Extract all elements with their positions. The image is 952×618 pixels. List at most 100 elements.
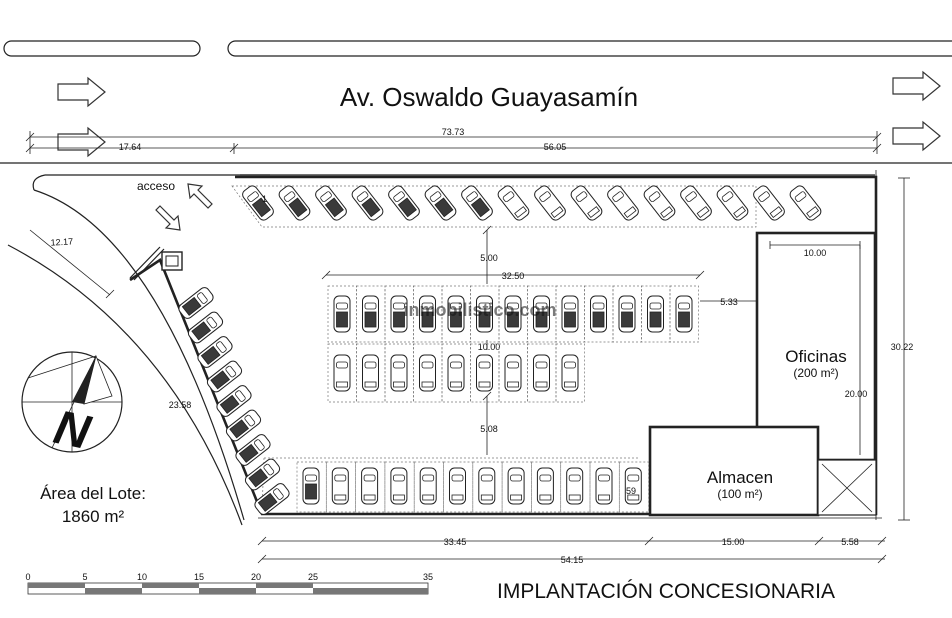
access-area: acceso	[129, 179, 213, 281]
north-compass: N	[21, 351, 123, 460]
parking-space	[244, 458, 281, 491]
dim-bottom-right: 5.58	[841, 537, 859, 547]
parking-space	[331, 467, 349, 505]
parking-space	[361, 467, 379, 505]
parking-space	[390, 467, 408, 505]
dim-top-left: 17.64	[119, 142, 142, 152]
parking-stall	[589, 461, 620, 513]
parking-stall	[413, 461, 444, 513]
warehouse-building	[648, 425, 820, 517]
median-right	[227, 40, 952, 57]
parking-spaces	[178, 185, 822, 515]
dim-row-gap-right: 5.33	[720, 297, 738, 307]
dim-row-mid: 10.00	[478, 342, 501, 352]
parking-space	[680, 185, 712, 221]
parking-space	[187, 311, 224, 344]
lot-area-label: Área del Lote:	[40, 484, 146, 503]
parking-space	[216, 385, 252, 417]
dim-bottom-left: 33.45	[444, 537, 467, 547]
parking-space	[533, 354, 550, 392]
dim-aisle-top: 5.00	[480, 253, 498, 263]
parking-space	[497, 185, 530, 221]
median-left	[3, 40, 201, 57]
dim-bottom-mid: 15.00	[722, 537, 745, 547]
parking-space	[390, 354, 408, 392]
parking-space	[618, 295, 636, 333]
parking-stall	[531, 461, 562, 513]
parking-space	[607, 185, 639, 221]
scale-tick-35: 35	[423, 572, 433, 582]
parking-space	[242, 185, 274, 221]
watermark: inmobilistico.com	[403, 300, 556, 320]
parking-space	[561, 295, 579, 333]
drawing-title: IMPLANTACIÓN CONCESIONARIA	[497, 580, 835, 603]
buildings: 10.00 20.00 Oficinas (200 m²) Almacen (1…	[648, 231, 877, 517]
traffic-arrow-icon	[892, 70, 941, 102]
right-dimension: 30.22	[891, 177, 914, 521]
parking-space	[362, 354, 379, 392]
dim-top-total: 73.73	[442, 127, 465, 137]
bottom-dimensions: 33.45 15.00 5.58 54.15	[257, 536, 887, 565]
parking-space	[590, 295, 607, 333]
parking-space	[419, 467, 437, 505]
parking-space	[461, 185, 493, 221]
parking-space	[178, 287, 214, 319]
parking-space	[447, 295, 465, 333]
dim-right-depth: 30.22	[891, 342, 914, 352]
parking-space	[534, 185, 566, 221]
parking-space	[235, 434, 271, 466]
interior-dimensions: 5.00 32.50 5.33 10.00 5.08 12.17 23.58	[29, 225, 756, 455]
parking-space	[388, 185, 420, 221]
parking-stall	[325, 461, 356, 513]
office-name: Oficinas	[785, 347, 846, 366]
lot-area-value: 1860 m²	[62, 507, 125, 526]
top-dimensions: 73.73 17.64 56.05	[25, 127, 882, 154]
parking-stall	[560, 461, 591, 513]
parking-stall	[501, 461, 532, 513]
parking-space	[447, 354, 465, 392]
parking-space	[561, 354, 579, 392]
parking-space	[476, 354, 493, 392]
entry-arrow-icon	[155, 205, 181, 231]
traffic-arrow-icon	[57, 126, 106, 158]
scale-tick-20: 20	[251, 572, 261, 582]
parking-space	[716, 185, 749, 221]
dim-top-right: 56.05	[544, 142, 567, 152]
parking-stall	[669, 285, 699, 343]
traffic-arrow-icon	[57, 76, 106, 108]
parking-stall	[384, 461, 415, 513]
scale-bar: 0 5 10 15 20 25 35	[25, 572, 433, 595]
traffic-arrow-icon	[892, 120, 941, 152]
parking-space	[643, 185, 676, 221]
parking-space	[566, 467, 584, 505]
parking-space	[206, 360, 243, 393]
parking-space	[449, 467, 466, 505]
office-building	[755, 231, 877, 462]
parking-space	[533, 295, 550, 333]
parking-space	[419, 354, 436, 392]
street: Av. Oswaldo Guayasamín	[0, 40, 952, 164]
parking-space	[478, 467, 496, 505]
parking-space	[504, 295, 522, 333]
scale-tick-15: 15	[194, 572, 204, 582]
parking-space	[536, 467, 554, 505]
scale-tick-5: 5	[82, 572, 87, 582]
parking-space	[507, 467, 525, 505]
warehouse-area: (100 m²)	[717, 487, 762, 501]
scale-tick-25: 25	[308, 572, 318, 582]
parking-stall	[555, 343, 585, 403]
parking-space	[333, 354, 351, 392]
parking-stall	[443, 461, 474, 513]
parking-stall	[296, 461, 327, 513]
guard-booth	[161, 251, 183, 271]
dim-office-depth: 20.00	[845, 389, 868, 399]
parking-space	[504, 354, 522, 392]
parking-space	[225, 409, 262, 442]
dim-aisle-bottom: 5.08	[480, 424, 498, 434]
dim-diagonal-top: 12.17	[50, 236, 73, 247]
parking-space-first: 1	[262, 194, 267, 204]
lot-area: Área del Lote: 1860 m²	[40, 484, 146, 526]
parking-space	[789, 185, 822, 221]
parking-space	[390, 295, 408, 333]
